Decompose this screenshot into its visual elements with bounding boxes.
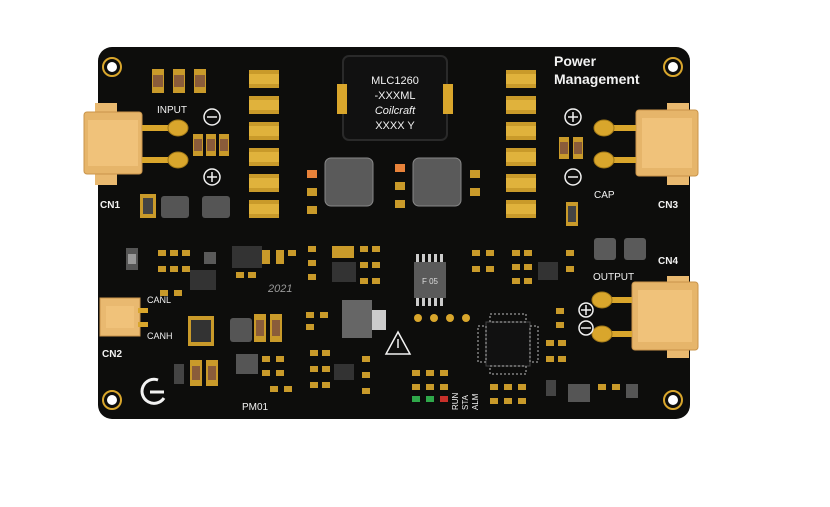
mounting-hole: [102, 57, 122, 77]
esd-warning-icon: [384, 330, 412, 355]
svg-text:-XXXML: -XXXML: [375, 90, 416, 102]
led-alm: [440, 396, 448, 402]
cn3-label: CN3: [658, 200, 678, 211]
minus-symbol: [564, 168, 582, 186]
input-resistors: [152, 69, 206, 93]
power-ic: [324, 157, 374, 207]
svg-text:XXXX Y: XXXX Y: [375, 120, 415, 132]
plus-symbol: [578, 302, 594, 318]
misc-components-left: [126, 246, 296, 296]
inductor: MLC1260 -XXXML Coilcraft XXXX Y: [337, 55, 453, 141]
date-code: 2021: [267, 283, 292, 295]
canh-label: CANH: [147, 331, 173, 341]
plus-symbol: [203, 168, 221, 186]
cn1-label: CN1: [100, 200, 120, 211]
misc-components-center: [306, 246, 386, 394]
cn2-label: CN2: [102, 349, 122, 360]
svg-text:Coilcraft: Coilcraft: [375, 105, 416, 117]
pm01-label: PM01: [242, 402, 269, 413]
status-leds: [412, 370, 448, 402]
misc-components-lower-left: [174, 314, 292, 392]
small-passives: [307, 164, 480, 214]
output-inductors: [594, 238, 646, 260]
cap-resistors: [559, 137, 583, 159]
plus-symbol: [564, 108, 582, 126]
title-line1: Power: [554, 53, 597, 69]
mounting-hole: [663, 390, 683, 410]
input-caps: [193, 134, 229, 156]
cn4-connector: [591, 276, 699, 358]
tantalum-caps-right: [506, 70, 536, 218]
alm-label: ALM: [471, 393, 480, 410]
inductor-small: [140, 194, 230, 218]
sta-label: STA: [461, 394, 470, 410]
led-sta: [426, 396, 434, 402]
vertical-cap: [566, 202, 578, 226]
svg-text:F 05: F 05: [422, 277, 439, 286]
power-ic: [412, 157, 462, 207]
canl-label: CANL: [147, 295, 171, 305]
run-label: RUN: [451, 392, 460, 410]
cn1-connector: [83, 103, 189, 185]
output-label: OUTPUT: [593, 272, 634, 283]
cap-label: CAP: [594, 190, 615, 201]
svg-text:MLC1260: MLC1260: [371, 75, 419, 87]
title-line2: Management: [554, 71, 640, 87]
tantalum-caps-left: [249, 70, 279, 218]
misc-components-right: [472, 250, 638, 404]
cn2-connector: [99, 297, 148, 337]
input-label: INPUT: [157, 105, 187, 116]
cn3-connector: [593, 103, 699, 185]
minus-symbol: [578, 320, 594, 336]
cn4-label: CN4: [658, 256, 678, 267]
mcu-chip: [477, 313, 539, 375]
minus-symbol: [203, 108, 221, 126]
logo-mark: [140, 377, 166, 405]
gold-pads: [414, 314, 470, 322]
mounting-hole: [663, 57, 683, 77]
led-run: [412, 396, 420, 402]
chip-f05: F 05: [414, 254, 446, 306]
mounting-hole: [102, 390, 122, 410]
